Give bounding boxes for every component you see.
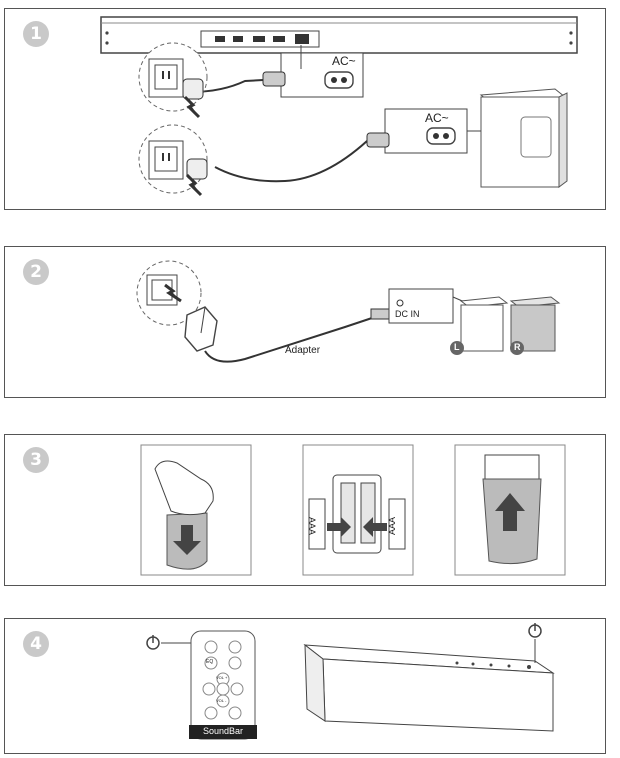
soundbar-front [303, 643, 555, 732]
subwoofer [479, 88, 568, 188]
battery-left [308, 498, 326, 550]
step-2-illustration [136, 260, 561, 363]
step-number-4: 4 [23, 631, 49, 657]
remote-vol-down-label: VOL - [216, 698, 227, 703]
step-2-panel: 2 DC IN Adapter L R [4, 246, 606, 398]
ac-label-soundbar: AC~ [332, 54, 356, 68]
remote-control [189, 630, 257, 740]
dc-in-label: DC IN [395, 309, 420, 319]
power-adapter [184, 306, 218, 352]
step-1-panel: 1 [4, 8, 606, 210]
adapter-label: Adapter [285, 345, 321, 356]
step-number-1: 1 [23, 21, 49, 47]
step-4-panel: 4 SoundBar EQ [4, 618, 606, 754]
remote-eq-label: EQ [206, 659, 214, 665]
battery-right [388, 498, 406, 550]
left-speaker-badge: L [454, 342, 460, 352]
ac-label-subwoofer: AC~ [425, 111, 449, 125]
step-number-2: 2 [23, 259, 49, 285]
step-number-3: 3 [23, 447, 49, 473]
power-icon-remote [146, 635, 160, 650]
battery-label-right: AAA [387, 516, 398, 536]
step-3-panel: 3 AAA AAA [4, 434, 606, 586]
step-4-illustration [146, 623, 555, 740]
step-3-illustration [140, 444, 566, 576]
remote-brand-label: SoundBar [203, 726, 244, 736]
right-speaker-badge: R [514, 342, 521, 352]
step-1-illustration [100, 16, 578, 197]
speaker-left [459, 296, 509, 352]
battery-label-left: AAA [307, 516, 318, 536]
power-icon-soundbar [528, 623, 542, 638]
remote-vol-up-label: VOL + [216, 675, 228, 680]
